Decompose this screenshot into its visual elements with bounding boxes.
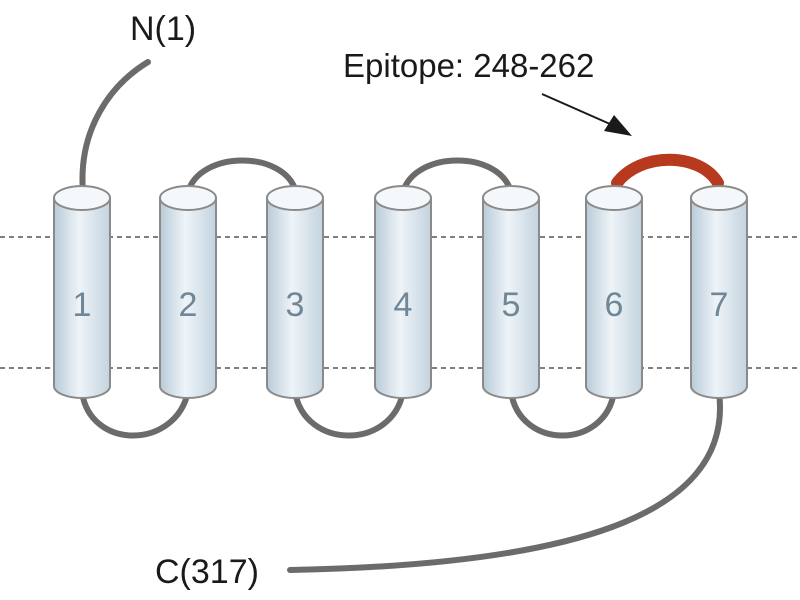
- helix-4: 4: [374, 185, 432, 399]
- extracellular-loop-4-5: [400, 157, 514, 195]
- helix-number: 7: [710, 286, 729, 324]
- helix-top-cap: [159, 185, 217, 211]
- helix-body: [374, 197, 432, 399]
- epitope-arrow: [541, 93, 632, 136]
- helix-number: 5: [502, 286, 521, 324]
- helix-top-cap: [690, 185, 748, 211]
- helix-body: [159, 197, 217, 399]
- helix-2: 2: [159, 185, 217, 399]
- helix-body: [482, 197, 540, 399]
- helix-7: 7: [690, 185, 748, 399]
- extracellular-loop-2-3: [185, 157, 299, 195]
- helix-number: 3: [286, 286, 305, 324]
- intracellular-loop-5-6: [508, 389, 617, 439]
- epitope-loop: [611, 153, 724, 189]
- helix-5: 5: [482, 185, 540, 399]
- helix-6: 6: [585, 185, 643, 399]
- c-terminus-label: C(317): [155, 553, 259, 591]
- helix-number: 2: [179, 286, 198, 324]
- c-terminal-tail: [287, 389, 724, 573]
- n-terminus-label: N(1): [130, 10, 196, 48]
- n-terminal-tail: [79, 59, 151, 195]
- helix-number: 1: [73, 286, 92, 324]
- helix-number: 4: [394, 286, 413, 324]
- helix-body: [266, 197, 324, 399]
- loops: [79, 59, 724, 573]
- helix-top-cap: [585, 185, 643, 211]
- helix-top-cap: [482, 185, 540, 211]
- helix-body: [585, 197, 643, 399]
- helix-top-cap: [53, 185, 111, 211]
- helix-top-cap: [266, 185, 324, 211]
- intracellular-loop-1-2: [79, 389, 191, 439]
- helix-top-cap: [374, 185, 432, 211]
- helix-number: 6: [605, 286, 624, 324]
- helix-body: [690, 197, 748, 399]
- helix-group: 1 2 3 4 5 6 7: [53, 185, 748, 399]
- intracellular-loop-3-4: [292, 389, 406, 439]
- helix-1: 1: [53, 185, 111, 399]
- helix-body: [53, 197, 111, 399]
- epitope-label: Epitope: 248-262: [343, 47, 594, 84]
- helix-3: 3: [266, 185, 324, 399]
